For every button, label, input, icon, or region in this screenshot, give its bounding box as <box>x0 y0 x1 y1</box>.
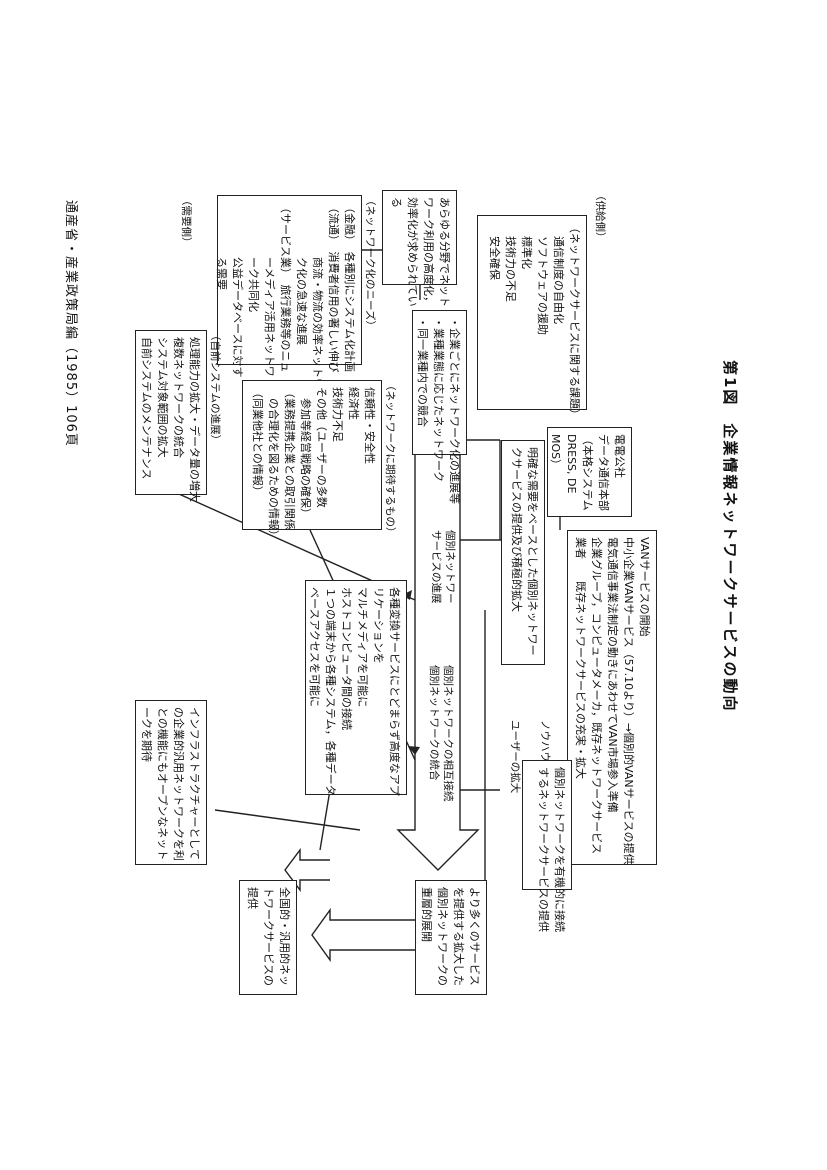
expect-line: （同業他社との情報） <box>251 387 264 497</box>
clear-demand-line: クサービスの提供及び積極的拡大 <box>510 447 523 612</box>
trend-line: ・企業ごとにネットワーク化の進展等 <box>448 317 461 504</box>
issues-item: ソフトウェアの援助 <box>536 236 549 335</box>
van-box: VANサービスの開始 中小企業VANサービス（57.10より）→個別的VANサー… <box>567 530 657 865</box>
network-needs-label: （ネットワーク化のニーズ） <box>364 195 376 331</box>
arrow-mid-label: 個別ネットワークの相互接続 <box>442 665 454 802</box>
needs-line: 商流・物流の効率ネットワー <box>311 202 324 400</box>
issues-item: 通信制度の自由化 <box>552 236 565 324</box>
own-system-label: （自前システムの進展） <box>209 330 221 446</box>
various-services-box: 各種変換サービスにとどまらず高度なアプ リケーションを マルチメディアを可能に … <box>305 580 407 796</box>
infra-box: インフラストラクチャーとして の企業的汎用ネットワークを利 との機能にもオープン… <box>135 700 207 865</box>
infra-line: ークを期待 <box>140 707 153 762</box>
own-system-line: システム対象範囲の拡大 <box>156 337 169 458</box>
own-system-line: 複数ネットワークの統合 <box>172 337 185 458</box>
issues-heading: （ネットワークサービスに関する課題） <box>568 222 581 420</box>
open-network-box: 全国的・汎用的ネッ トワークサービスの 提供 <box>239 880 297 995</box>
open-network-line: 全国的・汎用的ネッ <box>278 887 291 986</box>
own-system-line: 処理能力の拡大・データ量の増大 <box>188 337 201 502</box>
expect-box: 信頼性・安全性 経済性 技術力不足 その他（ユーザーの多数 参加等経営戦略の確保… <box>242 380 382 541</box>
connect-network-line: するネットワークサービスの提供 <box>537 767 550 932</box>
expect-line: 経済性 <box>347 387 360 420</box>
issues-box: （ネットワークサービスに関する課題） 通信制度の自由化 ソフトウェアの援助 標準… <box>477 215 587 420</box>
source-note: 通産省・産業政策局編（1985）106頁 <box>63 200 78 447</box>
ntt-line: （本格システム <box>581 434 594 511</box>
open-network-arrow <box>311 907 415 963</box>
issues-item: 技術力の不足 <box>504 236 517 302</box>
van-line: 企業グループ，コンピュータメーカ，既存ネットワークサービス <box>590 537 603 855</box>
expect-line: 信頼性・安全性 <box>363 387 376 464</box>
ntt-line: 電電公社 <box>613 434 626 478</box>
needs-line: ーメディア活用ネットワ <box>263 202 276 377</box>
own-system-box: 処理能力の拡大・データ量の増大 複数ネットワークの統合 システム対象範囲の拡大 … <box>135 330 207 502</box>
various-line: 各種変換サービスにとどまらず高度なアプ <box>388 587 401 796</box>
open-network-line: トワークサービスの <box>262 887 275 986</box>
all-areas-line: る <box>390 197 403 208</box>
needs-list-box: （金融） 各種別にシステム化計画 （流通） 消費者信用の著しい伸び 商流・物流の… <box>215 195 362 400</box>
ntt-line: DRESS, DE <box>565 434 578 494</box>
needs-line: （流通） 消費者信用の著しい伸び <box>327 202 340 373</box>
various-line: リケーションを <box>372 587 385 664</box>
own-system-line: 自前システムのメンテナンス <box>140 337 153 480</box>
needs-line: （サービス業） 旅行業務等のニュ <box>279 202 292 373</box>
various-line: マルチメディアを可能に <box>356 587 369 708</box>
more-service-line: 個別ネットワークの <box>436 887 449 986</box>
more-service-line: 重層的展開 <box>420 887 433 942</box>
more-service-line: より多くのサービス <box>468 887 481 986</box>
various-line: ホストコンピュータ間の接続 <box>340 587 353 730</box>
arrow-head-label: 個別ネットワー <box>444 530 456 604</box>
ntt-line: データ通信本部 <box>597 434 610 511</box>
arrow-mid-label-2: 個別ネットワークの統合 <box>428 665 440 781</box>
open-network-line: 提供 <box>246 887 259 909</box>
needs-line: ーク共同化 <box>247 202 260 312</box>
issues-item: 標準化 <box>520 236 533 269</box>
clear-demand-box: 明確な需要をベースとした個別ネットワー クサービスの提供及び積極的拡大 <box>501 440 545 665</box>
more-service-box: より多くのサービス を提供する拡大した 個別ネットワークの 重層的展開 <box>415 880 487 995</box>
expect-line: （業務提携企業との取引関係 <box>283 387 296 530</box>
trend-line: ・業種業態に応じたネットワーク <box>432 317 445 482</box>
expect-line: の合理化を図るための情報） <box>267 387 280 541</box>
ntt-line: MOS） <box>549 434 562 471</box>
expect-line: その他（ユーザーの多数 <box>315 387 328 508</box>
connect-network-line: 個別ネットワークを有機的に接続 <box>553 767 566 932</box>
user-expand-label: ユーザーの拡大 <box>509 720 521 794</box>
all-areas-line: あらゆる分野でネット <box>438 197 451 307</box>
lower-arrow <box>284 847 330 893</box>
network-expect-label: （ネットワークに期待するもの） <box>384 380 396 538</box>
issues-item: 安全確保 <box>488 236 501 280</box>
needs-line: ク化の急速な進展 <box>295 202 308 345</box>
all-areas-line: ワーク利用の高度化， <box>422 197 435 307</box>
expect-line: 技術力不足 <box>331 387 344 442</box>
supply-side-label: （供給側） <box>594 190 606 243</box>
demand-side-label: （需要側） <box>180 195 192 248</box>
infra-line: インフラストラクチャーとして <box>188 707 201 861</box>
needs-line: 公益データベースに対す <box>231 202 244 378</box>
arrow-head-label-2: サービスの進展 <box>430 530 442 604</box>
connect-network-box: 個別ネットワークを有機的に接続 するネットワークサービスの提供 <box>522 760 572 932</box>
van-line: 中小企業VANサービス（57.10より）→個別的VANサービスの提供 <box>622 537 635 865</box>
expect-line: 参加等経営戦略の確保） <box>299 387 312 519</box>
trend-line: ・同一業種内での競合 <box>416 317 429 427</box>
ntt-box: 電電公社 データ通信本部 （本格システム DRESS, DE MOS） <box>547 427 632 517</box>
van-line: 業者 既存ネットワークサービスの充実・拡大 <box>574 537 587 779</box>
all-areas-box: あらゆる分野でネット ワーク利用の高度化， 効率化が求められてい る <box>382 190 457 307</box>
clear-demand-line: 明確な需要をベースとした個別ネットワー <box>526 447 539 656</box>
trend-box: ・企業ごとにネットワーク化の進展等 ・業種業態に応じたネットワーク ・同一業種内… <box>412 310 467 504</box>
van-line: VANサービスの開始 <box>638 537 651 637</box>
various-line: ベースアクセスを可能に <box>308 587 321 707</box>
van-line: 電気通信事業法制定の動きにあわせてVAN市場参入準備 <box>606 537 619 813</box>
more-service-line: を提供する拡大した <box>452 887 465 986</box>
needs-line: （金融） 各種別にシステム化計画 <box>343 202 356 373</box>
diagram-title: 第1図 企業情報ネットワークサービスの動向 <box>721 360 739 713</box>
various-line: １つの端末から各種システム，各種データ <box>324 587 337 796</box>
infra-line: との機能にもオープンなネット <box>156 707 169 861</box>
all-areas-line: 効率化が求められてい <box>406 197 419 307</box>
infra-line: の企業的汎用ネットワークを利 <box>172 707 185 861</box>
